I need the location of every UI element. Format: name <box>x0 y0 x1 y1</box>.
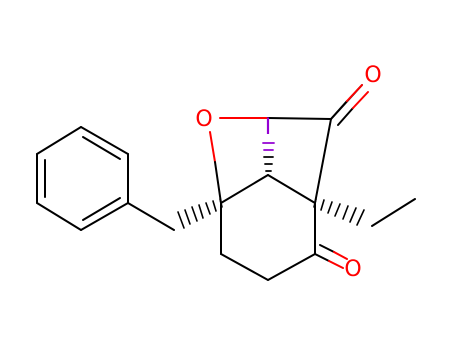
bond-c2-c1 <box>220 174 269 204</box>
ketone-top-bond-line-1 <box>330 100 348 120</box>
hash-line <box>177 211 185 229</box>
hash-line <box>205 202 211 215</box>
atom-label-bridge-oxygen: O <box>195 107 212 132</box>
hash-line <box>349 207 357 223</box>
benzene-bond <box>80 126 129 155</box>
ketone-top-double-bond <box>330 84 369 126</box>
benzene-inner-bond <box>82 197 121 221</box>
hash-line <box>342 205 349 220</box>
bond-c6-c5 <box>220 253 269 281</box>
ketone-bottom-bond-line-2 <box>319 244 335 253</box>
bond-o-bridge-to-c1-red <box>209 131 216 163</box>
atom-label-ketone-bottom-oxygen: O <box>344 257 361 282</box>
hash-line <box>327 201 333 214</box>
hash-line <box>313 198 317 208</box>
bond-c3-c2 <box>267 174 316 204</box>
benzene-ring <box>36 126 129 231</box>
ketone-bottom-bond-line-1 <box>314 253 330 262</box>
hashed-wedge-c2-iodine <box>262 142 275 172</box>
hash-line <box>334 203 341 217</box>
benzene-bond <box>80 202 129 231</box>
ketone-bottom-bond-line-2-red <box>333 251 348 260</box>
bridge-oxygen-bonds <box>209 117 332 204</box>
bond-o-bridge-to-c1-black <box>214 161 222 204</box>
hash-line <box>184 209 191 225</box>
ketone-bottom-double-bond <box>314 244 348 269</box>
hash-line <box>198 204 204 219</box>
ketone-bottom-bond-line-1-red <box>328 260 344 269</box>
benzene-bond <box>36 126 82 155</box>
hashed-wedge-c1-benzyl <box>177 198 223 229</box>
hash-line <box>320 199 325 211</box>
hash-line <box>212 200 217 212</box>
bond-c5-c4 <box>267 253 316 281</box>
hashed-wedge-c3-ethyl <box>313 198 365 226</box>
ketone-top-bond-line-2 <box>337 107 354 126</box>
hash-line <box>356 209 365 226</box>
benzene-bond <box>36 202 82 231</box>
bond-ethyl-ch2-ch3 <box>371 198 416 227</box>
bond-c3-carbonyl <box>314 118 332 204</box>
hash-line <box>219 198 223 208</box>
ketone-top-bond-line-1-red <box>346 84 363 102</box>
benzene-inner-bond <box>82 136 121 160</box>
atom-label-iodine: I <box>265 115 272 140</box>
hash-line <box>191 206 198 222</box>
bond-phenyl-ch2 <box>127 202 175 231</box>
ketone-top-bond-line-2-red <box>352 91 369 109</box>
bond-o-bridge-to-carbonyl-black <box>267 117 332 120</box>
atom-label-ketone-top-oxygen: O <box>364 63 381 88</box>
